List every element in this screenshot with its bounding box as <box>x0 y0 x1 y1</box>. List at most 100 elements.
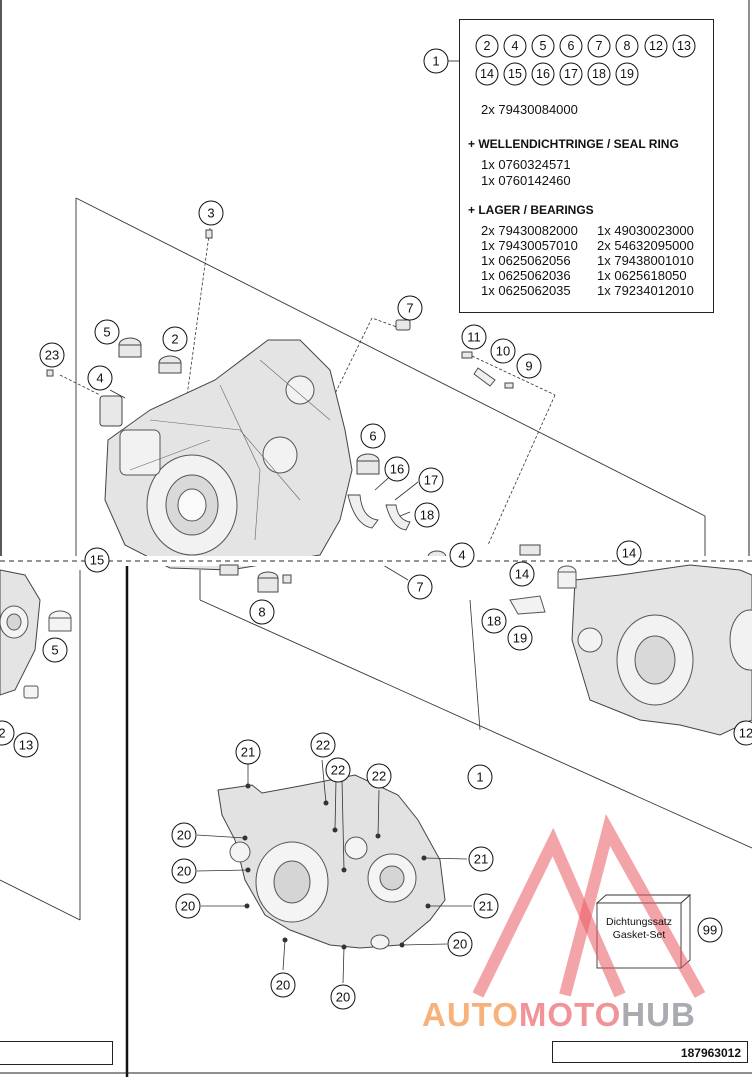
svg-text:21: 21 <box>474 852 488 867</box>
screws-line: 2x 79430084000 <box>481 102 578 117</box>
callout-22: 22 <box>366 763 392 789</box>
svg-text:5: 5 <box>51 643 58 658</box>
callout-7: 7 <box>397 295 423 321</box>
callout-20: 20 <box>171 822 197 848</box>
callout-2: 2 <box>0 720 15 746</box>
svg-text:13: 13 <box>19 738 33 753</box>
bearing-line: 2x 79430082000 <box>481 223 578 238</box>
svg-text:1: 1 <box>432 54 439 69</box>
svg-text:9: 9 <box>525 359 532 374</box>
callout-4: 4 <box>449 542 475 568</box>
legend-circle: 6 <box>559 34 583 58</box>
svg-text:20: 20 <box>453 937 467 952</box>
svg-text:7: 7 <box>596 39 603 53</box>
callout-99: 99 <box>697 917 723 943</box>
parts-list-box: 2x 79430084000 + WELLENDICHTRINGE / SEAL… <box>459 19 714 313</box>
legend-circle: 19 <box>615 62 639 86</box>
svg-text:12: 12 <box>739 726 752 741</box>
svg-text:22: 22 <box>316 738 330 753</box>
svg-text:12: 12 <box>649 39 663 53</box>
svg-text:3: 3 <box>207 206 214 221</box>
svg-text:15: 15 <box>90 553 104 568</box>
bearing-line: 1x 0625618050 <box>597 268 687 283</box>
svg-text:20: 20 <box>177 828 191 843</box>
svg-text:21: 21 <box>241 745 255 760</box>
bearing-line: 1x 79234012010 <box>597 283 694 298</box>
callout-19: 19 <box>507 625 533 651</box>
svg-text:18: 18 <box>487 614 501 629</box>
callout-13: 13 <box>13 732 39 758</box>
svg-text:18: 18 <box>420 508 434 523</box>
callout-8: 8 <box>249 599 275 625</box>
legend-circle: 13 <box>672 34 696 58</box>
svg-text:2: 2 <box>484 39 491 53</box>
legend-circle: 12 <box>644 34 668 58</box>
legend-circle: 7 <box>587 34 611 58</box>
svg-text:10: 10 <box>496 344 510 359</box>
svg-text:6: 6 <box>369 429 376 444</box>
svg-text:99: 99 <box>703 923 717 938</box>
svg-text:8: 8 <box>258 605 265 620</box>
legend-circle: 2 <box>475 34 499 58</box>
svg-text:20: 20 <box>336 990 350 1005</box>
callout-21: 21 <box>473 893 499 919</box>
svg-text:8: 8 <box>624 39 631 53</box>
callout-5: 5 <box>94 319 120 345</box>
gasket-set-label-de: Dichtungssatz <box>606 916 672 928</box>
callout-12: 12 <box>733 720 752 746</box>
callout-2: 2 <box>162 326 188 352</box>
svg-text:17: 17 <box>424 473 438 488</box>
callout-3: 3 <box>198 200 224 226</box>
svg-text:18: 18 <box>592 67 606 81</box>
watermark-text-b: MOTO <box>518 996 622 1033</box>
bearing-line: 1x 49030023000 <box>597 223 694 238</box>
svg-text:4: 4 <box>96 371 103 386</box>
bearing-line: 2x 54632095000 <box>597 238 694 253</box>
svg-text:4: 4 <box>458 548 465 563</box>
legend-circle: 17 <box>559 62 583 86</box>
bearings-header: + LAGER / BEARINGS <box>468 203 594 217</box>
document-number: 187963012 <box>552 1041 748 1063</box>
gasket-set-label: Dichtungssatz Gasket-Set <box>597 916 681 942</box>
callout-22: 22 <box>310 732 336 758</box>
bearing-line: 1x 79430057010 <box>481 238 578 253</box>
svg-text:5: 5 <box>103 325 110 340</box>
callout-7: 7 <box>407 574 433 600</box>
callout-14: 14 <box>616 540 642 566</box>
callout-9: 9 <box>516 353 542 379</box>
callout-20: 20 <box>171 858 197 884</box>
callout-10: 10 <box>490 338 516 364</box>
callout-18: 18 <box>414 502 440 528</box>
callout-16: 16 <box>384 456 410 482</box>
bearing-line: 1x 0625062035 <box>481 283 571 298</box>
callout-14: 14 <box>509 561 535 587</box>
callout-21: 21 <box>468 846 494 872</box>
svg-text:6: 6 <box>568 39 575 53</box>
callout-21: 21 <box>235 739 261 765</box>
svg-text:14: 14 <box>480 67 494 81</box>
svg-text:22: 22 <box>372 769 386 784</box>
svg-text:11: 11 <box>467 330 481 345</box>
svg-text:19: 19 <box>620 67 634 81</box>
callout-23: 23 <box>39 342 65 368</box>
callout-22: 22 <box>325 757 351 783</box>
svg-text:16: 16 <box>390 462 404 477</box>
svg-text:5: 5 <box>540 39 547 53</box>
svg-text:20: 20 <box>181 899 195 914</box>
callout-20: 20 <box>270 972 296 998</box>
svg-text:20: 20 <box>276 978 290 993</box>
legend-circle: 4 <box>503 34 527 58</box>
watermark-logo: AUTOMOTOHUB <box>422 996 696 1034</box>
svg-text:19: 19 <box>513 631 527 646</box>
left-label-box <box>0 1041 113 1065</box>
callout-4: 4 <box>87 365 113 391</box>
legend-circle: 18 <box>587 62 611 86</box>
svg-text:16: 16 <box>536 67 550 81</box>
svg-text:14: 14 <box>515 567 529 582</box>
legend-circle: 15 <box>503 62 527 86</box>
svg-text:13: 13 <box>677 39 691 53</box>
bearing-line: 1x 79438001010 <box>597 253 694 268</box>
